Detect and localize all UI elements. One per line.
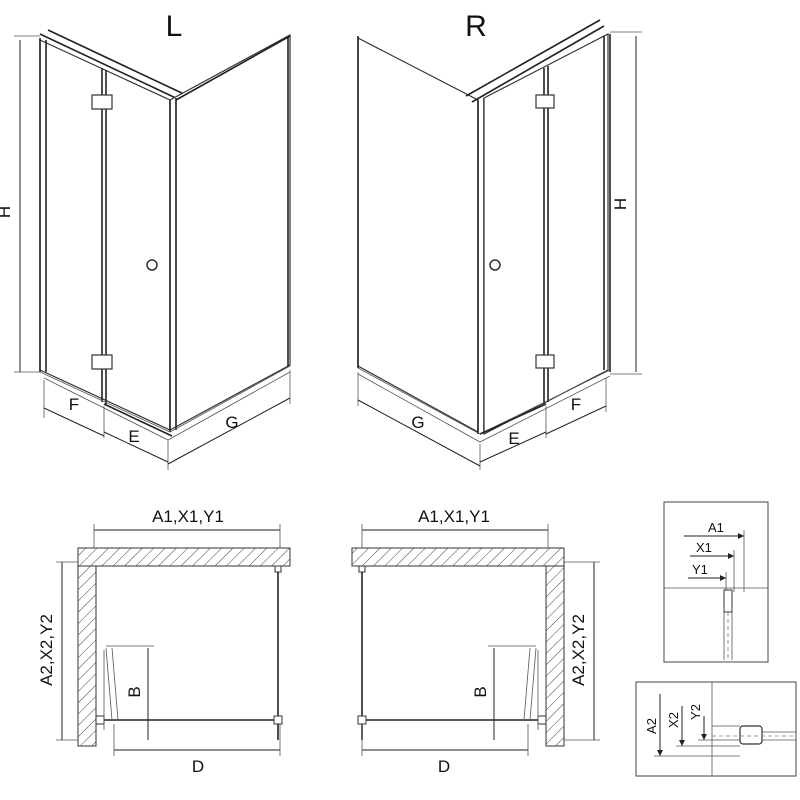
right-plan-width-label: A1,X1,Y1 (418, 507, 490, 526)
upper-hinge-icon (91, 94, 113, 110)
right-plan-b-label: B (471, 686, 490, 697)
left-plan-b-label: B (125, 686, 144, 697)
detail-y1-label: Y1 (692, 562, 708, 577)
right-plan-d-label: D (438, 757, 450, 776)
right-h-label: H (611, 198, 630, 210)
right-plan-view: A1,X1,Y1 A2,X2,Y2 B D (351, 507, 600, 776)
detail-y2-label: Y2 (688, 704, 703, 720)
detail-top-view: A1 X1 Y1 (663, 501, 769, 663)
right-e-label: E (508, 429, 519, 448)
detail-a1-label: A1 (708, 520, 724, 535)
left-plan-height-label: A2,X2,Y2 (37, 614, 56, 686)
left-view-title: L (166, 10, 183, 43)
left-g-label: G (225, 413, 238, 432)
right-plan-top-wall (351, 547, 565, 567)
detail-x2-label: X2 (666, 712, 681, 728)
detail-bottom-view: A2 X2 Y2 (635, 681, 797, 777)
left-f-label: F (69, 395, 79, 414)
right-view-title: R (465, 10, 487, 43)
left-e-label: E (128, 427, 139, 446)
right-door-glass (483, 33, 609, 435)
right-lower-hinge-icon (535, 354, 555, 369)
right-g-label: G (411, 413, 424, 432)
lower-hinge-icon (91, 354, 113, 370)
left-3d-view: H F E G L (0, 10, 291, 470)
right-door-handle-icon (489, 259, 501, 271)
left-side-panel (169, 33, 291, 432)
detail-bottom-frame (635, 681, 797, 777)
right-plan-side-wall (545, 565, 565, 747)
left-plan-top-wall (77, 547, 291, 567)
left-plan-side-wall (77, 565, 97, 747)
door-handle-icon (146, 259, 158, 271)
detail-x1-label: X1 (696, 540, 712, 555)
detail-top-frame (663, 501, 769, 663)
detail-bottom-profile (739, 725, 763, 745)
left-h-label: H (0, 206, 14, 218)
detail-a2-label: A2 (644, 718, 659, 734)
right-f-label: F (571, 395, 581, 414)
left-plan-d-label: D (192, 757, 204, 776)
right-plan-height-label: A2,X2,Y2 (569, 614, 588, 686)
left-plan-width-label: A1,X1,Y1 (152, 507, 224, 526)
left-plan-view: A1,X1,Y1 A2,X2,Y2 B D (37, 507, 291, 776)
right-side-panel (357, 37, 479, 434)
detail-top-profile (723, 589, 733, 613)
right-3d-view: H G E F R (357, 10, 642, 470)
right-upper-hinge-icon (535, 94, 555, 109)
